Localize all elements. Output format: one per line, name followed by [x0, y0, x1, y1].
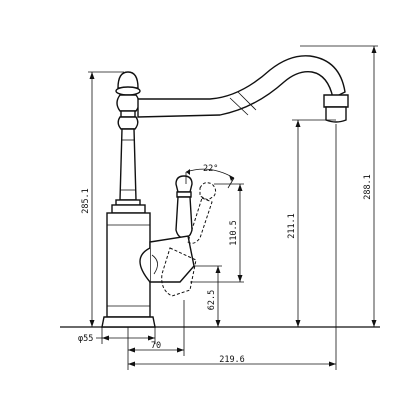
- label-base-diameter: φ55: [78, 334, 93, 344]
- lever-handle: [139, 175, 195, 283]
- label-lever-travel: 110.5: [229, 220, 239, 246]
- dim-handle-height: [194, 265, 222, 327]
- label-handle-offset: 70: [151, 341, 161, 351]
- dim-body-height: [88, 71, 124, 327]
- spout: [137, 55, 349, 123]
- dim-base-diameter: [96, 327, 156, 344]
- label-overall-height: 288.1: [363, 174, 373, 200]
- dim-handle-offset: [127, 300, 185, 356]
- faucet-body: [101, 71, 156, 328]
- lever-rotated-outline: [161, 182, 217, 297]
- dim-overall-height: [300, 45, 378, 327]
- dim-spout-reach: [127, 124, 337, 370]
- dim-spout-height: [292, 119, 336, 327]
- label-lever-angle: 22°: [203, 164, 218, 174]
- label-body-height: 285.1: [81, 188, 91, 214]
- dim-lever-travel: [190, 183, 244, 283]
- label-handle-height: 62.5: [207, 290, 217, 310]
- label-spout-height: 211.1: [287, 213, 297, 239]
- label-spout-reach: 219.6: [219, 355, 245, 365]
